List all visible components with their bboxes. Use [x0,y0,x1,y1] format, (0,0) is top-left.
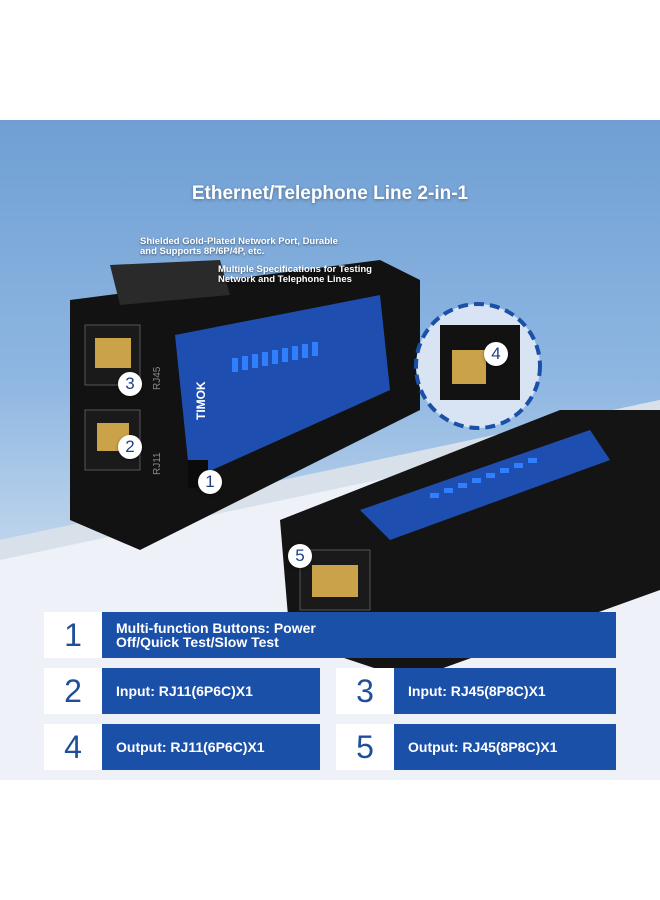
callout-badge-4: 4 [484,342,508,366]
zoom-rj11-pins [452,350,486,384]
legend-number: 5 [336,724,394,770]
legend-row-5: 5 Output: RJ45(8P8C)X1 [336,724,616,770]
legend-number: 3 [336,668,394,714]
legend-row-1: 1 Multi-function Buttons: Power Off/Quic… [44,612,616,658]
rj11-port-label: RJ11 [152,452,163,475]
rj45-port-label: RJ45 [152,366,163,390]
legend-text: Output: RJ45(8P8C)X1 [394,724,616,770]
tester-clip [110,260,230,305]
spec-feature-note: Multiple Specifications for Testing Netw… [218,264,372,285]
legend-text: Multi-function Buttons: Power Off/Quick … [102,612,616,658]
legend-number: 2 [44,668,102,714]
headline: Ethernet/Telephone Line 2-in-1 [191,183,469,204]
port-feature-note: Shielded Gold-Plated Network Port, Durab… [140,236,338,257]
legend-row-3: 3 Input: RJ45(8P8C)X1 [336,668,616,714]
legend-row-2: 2 Input: RJ11(6P6C)X1 [44,668,320,714]
callout-badge-1: 1 [198,470,222,494]
remote-led-row [430,458,537,498]
callout-badge-2: 2 [118,435,142,459]
main-led-row [232,342,318,372]
callout-badge-3: 3 [118,372,142,396]
legend-row-4: 4 Output: RJ11(6P6C)X1 [44,724,320,770]
brand-label: TIMOK [194,381,208,420]
legend-number: 4 [44,724,102,770]
rj45-output-pins [312,565,358,597]
main-tester-panel [175,295,390,480]
remote-unit-panel [360,430,610,540]
rj45-gold-pins [95,338,131,368]
legend-number: 1 [44,612,102,658]
legend-text: Output: RJ11(6P6C)X1 [102,724,320,770]
feature-legend: 1 Multi-function Buttons: Power Off/Quic… [44,612,616,772]
callout-badge-5: 5 [288,544,312,568]
legend-text: Input: RJ11(6P6C)X1 [102,668,320,714]
legend-text: Input: RJ45(8P8C)X1 [394,668,616,714]
